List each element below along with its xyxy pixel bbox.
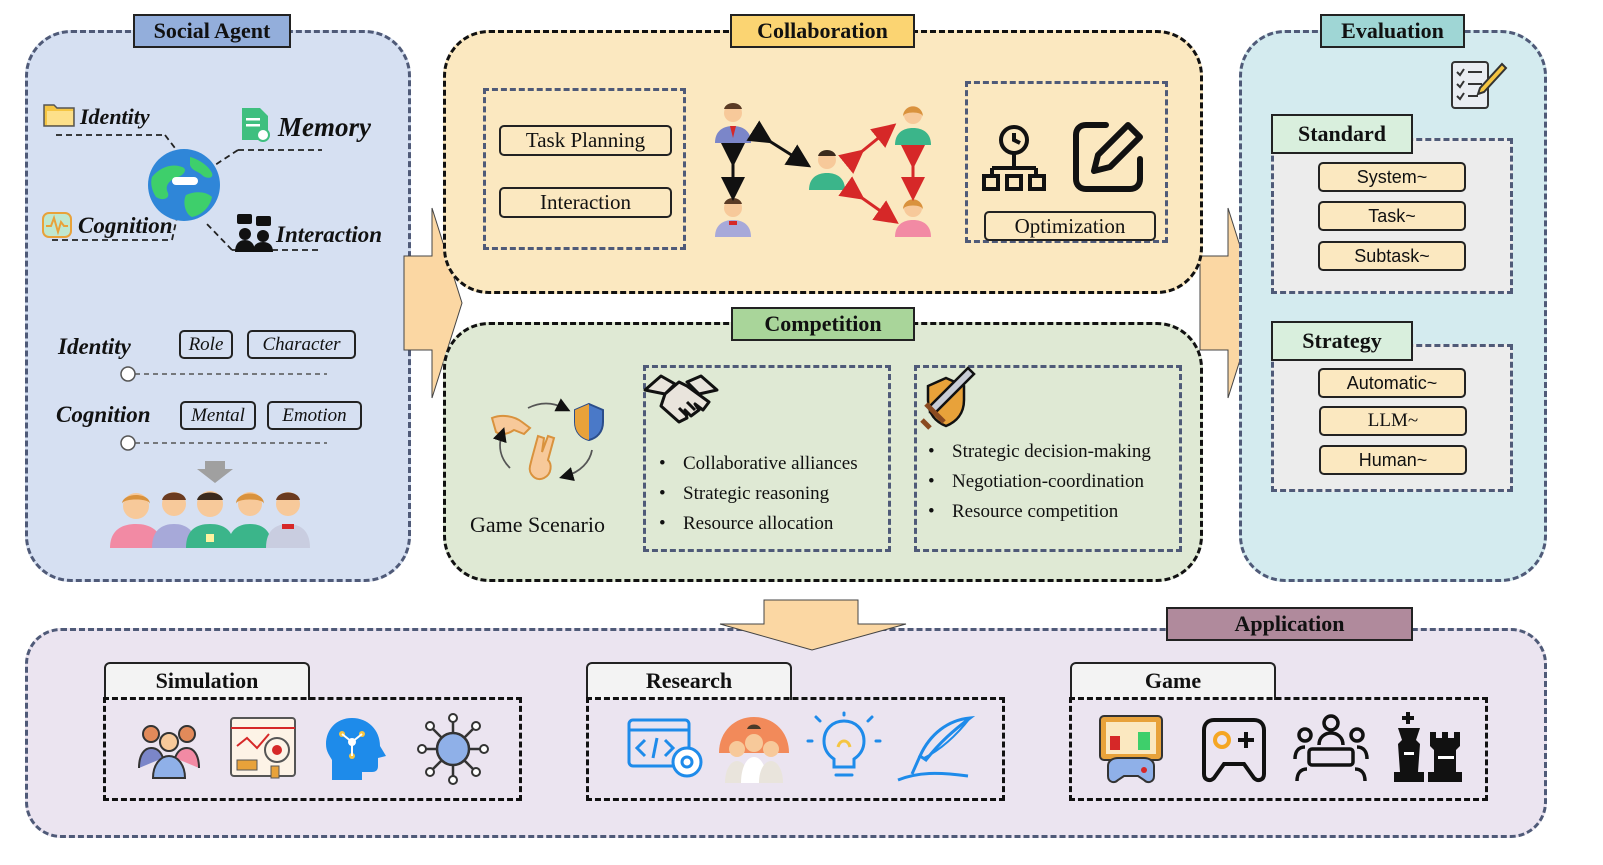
evaluation-title: Evaluation: [1320, 14, 1465, 48]
handshake-icon: [643, 374, 719, 424]
trait-interaction: Interaction: [276, 222, 383, 247]
people-group-icon: [110, 491, 310, 548]
arrow-to-application: [719, 599, 907, 651]
quill-icon: [897, 716, 976, 782]
neural-icon: [417, 713, 489, 785]
strategy-automatic: Automatic~: [1318, 368, 1466, 398]
task-planning-item: Task Planning: [499, 125, 672, 156]
strategy-human: Human~: [1319, 445, 1467, 475]
cognition-slider-line: [120, 435, 327, 451]
standard-system: System~: [1318, 162, 1466, 192]
list-item: Resource allocation: [659, 509, 858, 539]
globe-icon: [148, 149, 220, 221]
research-box: [586, 697, 1005, 801]
meeting-icon: [1293, 714, 1369, 782]
agent-network-diagram: [715, 103, 931, 237]
chess-icon: [1394, 712, 1462, 782]
team-icon: [138, 725, 200, 779]
social-agent-title: Social Agent: [133, 14, 291, 48]
head-network-icon: [326, 718, 386, 780]
collab-right-box: [965, 81, 1168, 243]
identity-label: Identity: [58, 334, 131, 359]
person-icon: [715, 103, 751, 143]
edit-icon: [1073, 122, 1143, 192]
game-tab: Game: [1070, 662, 1276, 700]
cognition-label: Cognition: [56, 402, 151, 427]
strategy-title: Strategy: [1271, 321, 1413, 361]
person-icon: [715, 198, 751, 237]
role-tag: Role: [179, 330, 233, 359]
game-scenario-label: Game Scenario: [470, 512, 605, 537]
trait-memory: Memory: [278, 112, 371, 142]
game-box: [1069, 697, 1488, 801]
mental-tag: Mental: [180, 401, 256, 430]
trait-cognition: Cognition: [78, 213, 173, 238]
character-tag: Character: [247, 330, 356, 359]
checklist-icon: [1451, 61, 1508, 109]
simulation-tab: Simulation: [104, 662, 310, 700]
comp-list2-box: [914, 365, 1182, 552]
person-icon: [809, 150, 845, 190]
competition-title: Competition: [731, 307, 915, 341]
hand-gesture-icon: [490, 398, 593, 481]
sword-shield-icon: [920, 366, 976, 430]
list-item: Resource competition: [928, 497, 1151, 527]
document-icon: [242, 108, 270, 142]
person-icon: [895, 106, 931, 145]
shield-icon: [574, 402, 604, 442]
list-item: Collaborative alliances: [659, 449, 858, 479]
collaboration-title: Collaboration: [730, 14, 915, 48]
optimization-label: Optimization: [984, 211, 1156, 241]
simulation-box: [103, 697, 522, 801]
lightbulb-icon: [806, 711, 882, 777]
list-item: Strategic reasoning: [659, 479, 858, 509]
game-screen-icon: [1099, 715, 1163, 784]
interaction-item: Interaction: [499, 187, 672, 218]
application-title: Application: [1166, 607, 1413, 641]
identity-slider-line: [120, 366, 327, 382]
comp-list1-box: [643, 365, 891, 552]
list-item: Strategic decision-making: [928, 437, 1151, 467]
research-tab: Research: [586, 662, 792, 700]
emotion-tag: Emotion: [267, 401, 362, 430]
down-arrow-icon: [197, 461, 233, 483]
folder-icon: [43, 104, 75, 127]
list-item: Negotiation-coordination: [928, 467, 1151, 497]
chat-people-icon: [235, 214, 273, 252]
standard-subtask: Subtask~: [1318, 241, 1466, 271]
standard-task: Task~: [1318, 201, 1466, 231]
standard-title: Standard: [1271, 114, 1413, 154]
person-icon: [895, 199, 931, 237]
collab-left-box: [483, 88, 686, 250]
brain-wave-icon: [42, 212, 72, 238]
hierarchy-clock-icon: [982, 125, 1046, 191]
comp-list1: Collaborative alliances Strategic reason…: [659, 449, 858, 539]
strategy-llm: LLM~: [1319, 406, 1467, 436]
social-agent-panel: [25, 30, 411, 582]
trait-identity: Identity: [80, 104, 150, 129]
gamepad-icon: [1202, 718, 1266, 783]
evaluation-panel: [1239, 30, 1547, 582]
code-gear-icon: [627, 718, 703, 778]
comp-list2: Strategic decision-making Negotiation-co…: [928, 437, 1151, 527]
dashboard-icon: [230, 717, 296, 779]
doctors-icon: [719, 717, 789, 783]
